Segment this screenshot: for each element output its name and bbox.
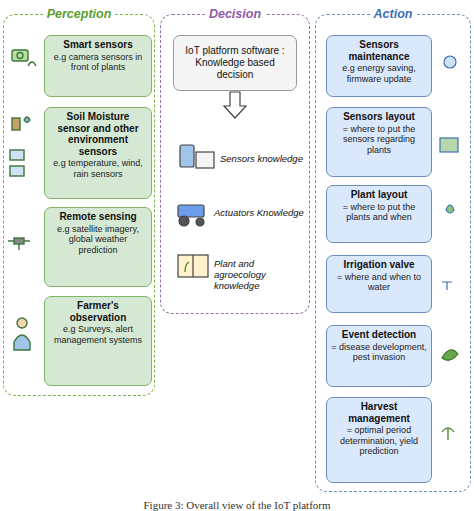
box-title: Remote sensing	[49, 211, 147, 223]
farmer-head	[17, 318, 27, 328]
box-description: e.g satellite imagery, global weather pr…	[49, 224, 147, 256]
box-title: Plant layout	[331, 189, 427, 201]
column-heading: Perception	[43, 7, 116, 21]
box-description: = disease development, pest invasion	[331, 342, 427, 363]
tractor-icon	[178, 205, 204, 217]
column-heading: Action	[370, 7, 417, 21]
wind-icon	[10, 166, 24, 176]
box-text: IoT platform software : Knowledge based …	[178, 45, 292, 81]
decision-icons	[178, 92, 246, 277]
process-box: Event detection= disease development, pe…	[326, 325, 432, 387]
leaf-icon	[185, 262, 189, 272]
process-box: Sensors layout= where to put the sensors…	[326, 107, 432, 177]
plant-icon	[28, 62, 36, 66]
box-description: = optimal period determination, yield pr…	[331, 425, 427, 457]
map-icon	[440, 138, 458, 152]
knowledge-label: Plant and agroecology knowledge	[214, 258, 306, 291]
maintenance-icon	[444, 56, 456, 68]
column-heading-wrap: Action	[316, 4, 470, 22]
box-title: Soil Moisture sensor and other environme…	[49, 111, 147, 157]
perception-icons	[8, 50, 36, 350]
book-spine	[192, 255, 193, 277]
box-title: Event detection	[331, 329, 427, 341]
process-box: Sensors maintenancee.g energy saving, fi…	[326, 35, 432, 97]
flow-arrow	[224, 92, 246, 118]
box-description: = where and when to water	[331, 272, 427, 293]
box-title: Sensors layout	[331, 111, 427, 123]
tractor-wheel	[196, 218, 204, 226]
column-group: PerceptionSmart sensorse.g camera sensor…	[3, 14, 155, 396]
leaf-icon	[442, 350, 458, 360]
box-description: = where to put the plants and when	[331, 202, 427, 223]
platform-box: IoT platform software : Knowledge based …	[173, 35, 297, 91]
box-title: Irrigation valve	[331, 259, 427, 271]
column-heading-wrap: Decision	[161, 4, 309, 22]
box-title: Harvest management	[331, 401, 427, 424]
book-icon	[196, 152, 214, 168]
soil-sensor-icon	[12, 118, 20, 130]
process-box: Plant layout= where to put the plants an…	[326, 185, 432, 243]
satellite-wings	[8, 241, 30, 250]
camera-icon	[12, 50, 28, 61]
process-box: Farmer's observatione.g Surveys, alert m…	[44, 296, 152, 386]
valve-icon	[442, 282, 452, 290]
box-title: Smart sensors	[49, 39, 147, 51]
knowledge-label: Actuators Knowledge	[214, 207, 306, 218]
process-box: Smart sensorse.g camera sensors in front…	[44, 35, 152, 97]
column-heading-wrap: Perception	[4, 4, 154, 22]
box-description: e.g Surveys, alert management systems	[49, 324, 147, 345]
box-description: = where to put the sensors regarding pla…	[331, 124, 427, 156]
harvest-icon	[442, 428, 454, 440]
box-title: Farmer's observation	[49, 300, 147, 323]
process-box: Irrigation valve= where and when to wate…	[326, 255, 432, 313]
sensor-knowledge-icon	[180, 145, 194, 167]
weather-icon	[10, 150, 24, 160]
tractor-wheel	[179, 216, 189, 226]
drop-icon	[24, 117, 30, 123]
satellite-icon	[14, 238, 24, 244]
box-description: e.g camera sensors in front of plants	[49, 52, 147, 73]
box-title: Sensors maintenance	[331, 39, 427, 62]
plant-book-icon	[178, 255, 208, 277]
box-description: e.g energy saving, firmware update	[331, 63, 427, 84]
camera-lens	[17, 53, 23, 59]
process-box: Remote sensinge.g satellite imagery, glo…	[44, 207, 152, 287]
process-box: Harvest management= optimal period deter…	[326, 397, 432, 483]
process-box: Soil Moisture sensor and other environme…	[44, 107, 152, 199]
figure-caption: Figure 3: Overall view of the IoT platfo…	[0, 499, 474, 511]
column-group: ActionSensors maintenancee.g energy savi…	[315, 14, 471, 492]
box-description: e.g temperature, wind, rain sensors	[49, 158, 147, 179]
plant-pin-icon	[446, 205, 454, 213]
action-icons	[440, 56, 458, 440]
farmer-body	[14, 335, 30, 350]
knowledge-label: Sensors knowledge	[220, 153, 306, 164]
column-heading: Decision	[205, 7, 265, 21]
